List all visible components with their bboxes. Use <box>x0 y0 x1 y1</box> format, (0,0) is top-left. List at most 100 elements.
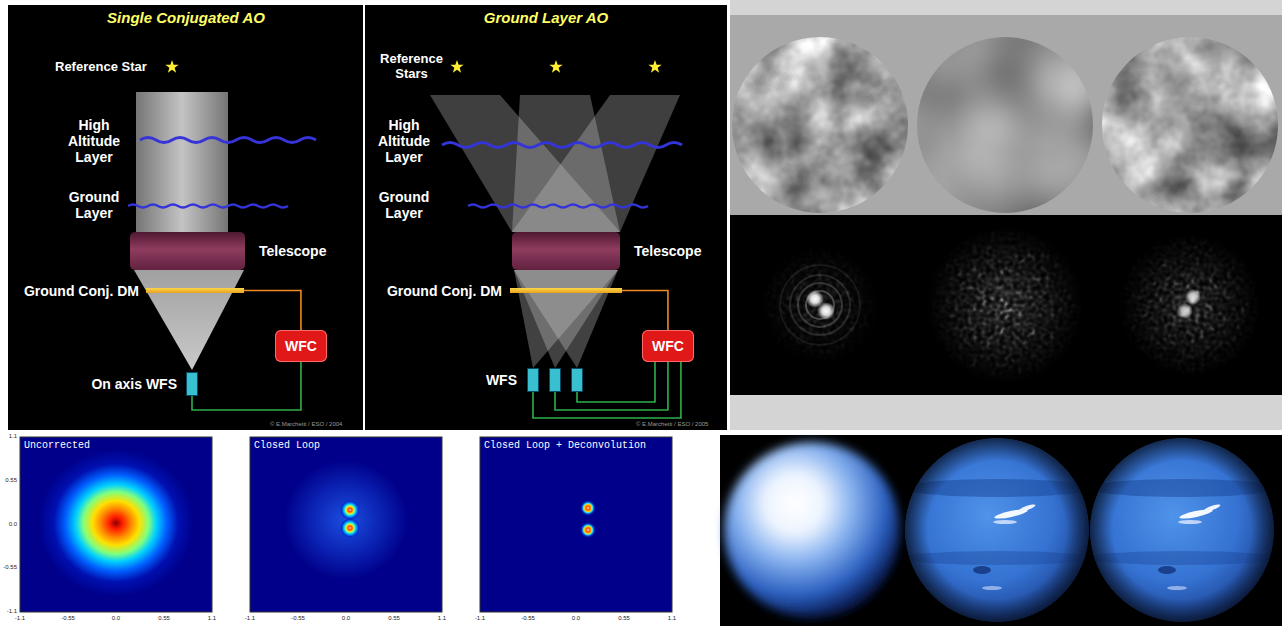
plot-title: Uncorrected <box>24 440 90 452</box>
node-label: WFC <box>652 338 684 354</box>
axis-tick: 0.55 <box>388 615 400 622</box>
axis-tick: 0.0 <box>342 615 350 622</box>
airy-ring <box>780 265 860 345</box>
plot-title: Closed Loop <box>254 440 320 452</box>
wavefront-computer: WFC <box>275 330 327 362</box>
reference-star <box>450 60 463 73</box>
node-label: WFS <box>486 372 517 388</box>
axis-tick: -0.55 <box>521 615 535 622</box>
panel-ground <box>365 5 727 430</box>
axis-tick: -1.1 <box>475 615 485 622</box>
speckle-noise <box>915 215 1095 395</box>
deformable-mirror: Ground Conj. DM <box>146 288 244 293</box>
scao-panel <box>8 5 363 430</box>
reference-label: Reference Stars <box>374 52 449 82</box>
control-wire <box>244 291 301 331</box>
panel-title: Single Conjugated AO <box>107 9 265 26</box>
panel-title: Ground Layer AO <box>484 9 608 26</box>
light-cone <box>514 270 618 368</box>
speckle-noise <box>1100 215 1280 395</box>
neptune-panel <box>720 435 1282 626</box>
phase-texture <box>917 37 1093 213</box>
reference-star <box>165 60 178 73</box>
neptune-deconvolved <box>1087 438 1277 622</box>
axis-tick: 0.0 <box>572 615 580 622</box>
node-label: Telescope <box>634 243 701 259</box>
axis-tick: 0.0 <box>1 521 17 528</box>
plot-ground <box>480 437 672 612</box>
wavefront-computer: WFC <box>642 330 694 362</box>
axis-tick: -1.1 <box>1 608 17 615</box>
ground-layer-wave <box>128 205 288 208</box>
plot-image <box>38 449 194 597</box>
light-beam <box>136 92 228 234</box>
layer-label: Ground Layer <box>370 189 438 221</box>
axis-tick: -0.55 <box>291 615 305 622</box>
star-image <box>1185 289 1201 305</box>
high-layer-wave <box>140 138 316 143</box>
psf-halo <box>284 460 408 580</box>
layer-label: Ground Layer <box>60 189 128 221</box>
phase-ground <box>730 15 1282 215</box>
phase-map <box>732 37 908 213</box>
sensor-box <box>572 369 583 392</box>
phase-map <box>917 37 1093 213</box>
axis-tick: 1.1 <box>438 615 446 622</box>
ground-layer-wave <box>468 205 648 208</box>
control-wire <box>622 291 668 331</box>
plot-ground <box>20 437 212 612</box>
axis-tick: 0.55 <box>1 477 17 484</box>
node-label: Ground Conj. DM <box>387 282 502 298</box>
copyright-note: © E.Marchetti / ESO / 2005 <box>636 421 708 428</box>
deformable-mirror: Ground Conj. DM <box>510 288 622 293</box>
deconvolved-psf <box>580 500 596 516</box>
axis-tick: 1.1 <box>208 615 216 622</box>
airy-ring <box>798 283 842 327</box>
sensor-shapes <box>527 368 583 392</box>
layer-label: High Altitude Layer <box>60 117 128 165</box>
glao-panel <box>365 5 727 430</box>
axis-tick: -1.1 <box>15 615 25 622</box>
plot-ground <box>250 437 442 612</box>
reference-star <box>648 60 661 73</box>
node-label: WFC <box>285 338 317 354</box>
light-cone <box>514 270 618 368</box>
axis-tick: 1.1 <box>1 433 17 440</box>
panel-ground <box>8 5 363 430</box>
neptune-disk <box>902 438 1092 622</box>
corrected-psf <box>340 518 360 538</box>
light-beam <box>512 95 680 232</box>
high-layer-wave <box>442 143 682 148</box>
node-label: Telescope <box>259 243 326 259</box>
plot-title: Closed Loop + Deconvolution <box>484 440 646 452</box>
phase-texture <box>732 37 908 213</box>
reference-star <box>549 60 562 73</box>
axis-tick: -0.55 <box>61 615 75 622</box>
star-image <box>1177 303 1193 319</box>
plot-image <box>580 500 596 538</box>
signal-wire <box>192 362 301 410</box>
wavefront-sensor-array: WFS <box>527 368 583 392</box>
neptune-disk <box>1087 438 1277 622</box>
deconvolved-psf <box>580 522 596 538</box>
panel-ground <box>720 435 1282 626</box>
copyright-note: © E.Marchetti / ESO / 2004 <box>270 421 342 428</box>
signal-wire <box>555 362 668 410</box>
speckle-noise <box>740 215 910 395</box>
neptune-uncorrected <box>724 442 900 618</box>
neptune-corrected <box>902 438 1092 622</box>
signal-wire <box>533 362 681 418</box>
panel-ground <box>730 0 1282 430</box>
reference-label: Reference Star <box>55 60 147 75</box>
telescope-mirror: Telescope <box>512 232 620 270</box>
phase-map <box>1102 37 1278 213</box>
airy-ring <box>790 275 850 335</box>
sensor-box <box>550 369 561 392</box>
signal-wire <box>577 362 655 402</box>
node-label: On axis WFS <box>91 376 177 392</box>
light-cone <box>134 270 244 370</box>
axis-tick: 0.55 <box>158 615 170 622</box>
uncorrected-psf <box>38 449 194 597</box>
